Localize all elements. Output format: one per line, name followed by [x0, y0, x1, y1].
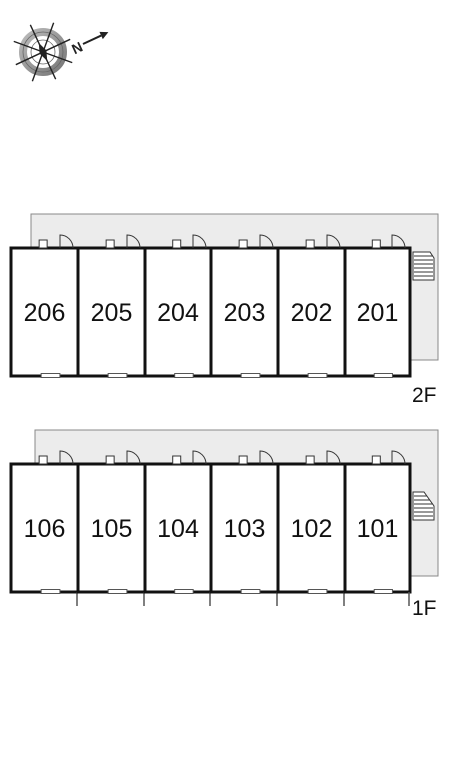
window-icon: [107, 589, 128, 594]
door-icon: [391, 450, 406, 465]
unit-number-206: 206: [24, 299, 66, 327]
unit-number-106: 106: [24, 515, 66, 543]
unit-204: 204: [143, 234, 213, 378]
meter-box-icon: [305, 455, 315, 465]
door-icon: [259, 450, 274, 465]
unit-number-202: 202: [291, 299, 333, 327]
meter-box-icon: [172, 239, 182, 249]
unit-203: 203: [209, 234, 280, 378]
unit-206: 206: [9, 234, 80, 378]
floor-2f: 206 205 204 203 202 201 2F: [9, 213, 439, 407]
meter-box-icon: [305, 239, 315, 249]
window-icon: [240, 589, 261, 594]
door-icon: [126, 234, 141, 249]
meter-box-icon: [172, 455, 182, 465]
door-icon: [326, 450, 341, 465]
north-label: N: [69, 38, 85, 57]
meter-box-icon: [38, 455, 48, 465]
unit-number-102: 102: [291, 515, 333, 543]
window-icon: [240, 373, 261, 378]
window-icon: [373, 373, 393, 378]
door-icon: [59, 450, 74, 465]
unit-102: 102: [276, 450, 347, 606]
compass-rose-icon: N: [13, 22, 109, 82]
floor-label-1f: 1F: [412, 597, 437, 620]
window-icon: [373, 589, 393, 594]
stairs-2f-icon: [412, 251, 435, 281]
unit-105: 105: [76, 450, 147, 606]
door-icon: [326, 234, 341, 249]
stairs-1f-icon: [412, 491, 435, 521]
unit-101: 101: [343, 450, 412, 606]
unit-201: 201: [343, 234, 412, 378]
floor-label-2f: 2F: [412, 384, 437, 407]
window-icon: [40, 589, 61, 594]
window-icon: [107, 373, 128, 378]
unit-number-201: 201: [357, 299, 399, 327]
meter-box-icon: [105, 455, 115, 465]
meter-box-icon: [371, 455, 381, 465]
unit-number-205: 205: [91, 299, 133, 327]
floor-1f: 106 105 104 103 102 101 1F: [9, 429, 439, 620]
unit-106: 106: [9, 450, 80, 606]
meter-box-icon: [238, 455, 248, 465]
unit-103: 103: [209, 450, 280, 606]
unit-number-105: 105: [91, 515, 133, 543]
unit-number-104: 104: [157, 515, 199, 543]
door-icon: [192, 234, 207, 249]
unit-202: 202: [276, 234, 347, 378]
unit-205: 205: [76, 234, 147, 378]
unit-104: 104: [143, 450, 213, 606]
door-icon: [391, 234, 406, 249]
meter-box-icon: [105, 239, 115, 249]
meter-box-icon: [38, 239, 48, 249]
unit-number-203: 203: [224, 299, 266, 327]
window-icon: [174, 589, 194, 594]
door-icon: [59, 234, 74, 249]
unit-number-204: 204: [157, 299, 199, 327]
window-icon: [307, 589, 328, 594]
window-icon: [174, 373, 194, 378]
window-icon: [40, 373, 61, 378]
door-icon: [259, 234, 274, 249]
unit-number-101: 101: [357, 515, 399, 543]
door-icon: [192, 450, 207, 465]
window-icon: [307, 373, 328, 378]
meter-box-icon: [238, 239, 248, 249]
door-icon: [126, 450, 141, 465]
meter-box-icon: [371, 239, 381, 249]
unit-number-103: 103: [224, 515, 266, 543]
